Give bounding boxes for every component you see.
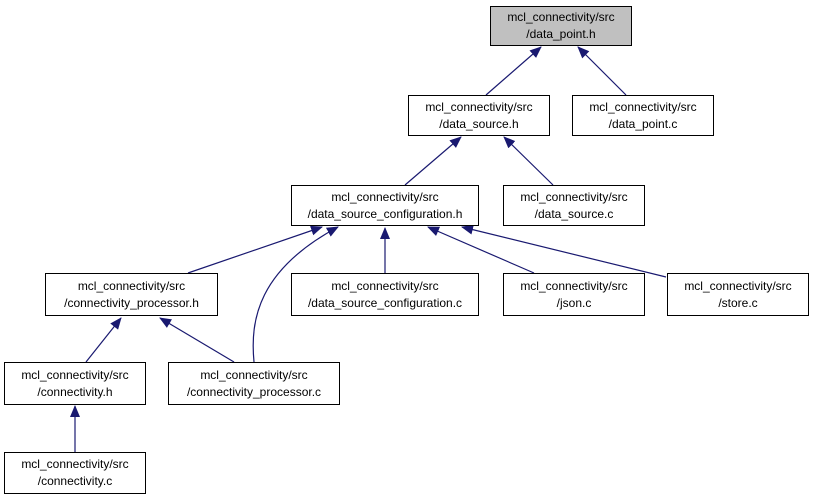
node-label-line2: /data_source.h — [439, 116, 519, 131]
node-label-line1: mcl_connectivity/src — [425, 99, 533, 114]
node-label-line2: /store.c — [718, 295, 758, 310]
node-json-c[interactable]: mcl_connectivity/src /json.c — [503, 273, 645, 316]
node-label-line1: mcl_connectivity/src — [520, 278, 628, 293]
node-label-line1: mcl_connectivity/src — [331, 189, 439, 204]
node-label-line1: mcl_connectivity/src — [589, 99, 697, 114]
node-label-line1: mcl_connectivity/src — [520, 189, 628, 204]
node-label-line1: mcl_connectivity/src — [21, 457, 129, 471]
node-connectivity-h[interactable]: mcl_connectivity/src /connectivity.h — [4, 362, 146, 405]
node-connectivity-processor-c[interactable]: mcl_connectivity/src /connectivity_proce… — [168, 362, 340, 405]
node-data-point-h: mcl_connectivity/src /data_point.h — [490, 6, 632, 46]
node-data-source-h[interactable]: mcl_connectivity/src /data_source.h — [408, 95, 550, 136]
node-label-line2: /connectivity_processor.h — [64, 295, 199, 310]
edge-data-source-h-to-data-point-h — [485, 46, 542, 96]
edge-processor-h-to-configuration-h — [187, 225, 323, 274]
node-label-line2: /connectivity.h — [37, 384, 113, 399]
node-label-line1: mcl_connectivity/src — [21, 367, 129, 382]
node-data-source-c[interactable]: mcl_connectivity/src /data_source.c — [503, 185, 645, 226]
node-data-source-configuration-h[interactable]: mcl_connectivity/src /data_source_config… — [291, 185, 479, 226]
node-connectivity-processor-h[interactable]: mcl_connectivity/src /connectivity_proce… — [45, 273, 218, 316]
node-label-line1: mcl_connectivity/src — [684, 278, 792, 293]
edge-json-c-to-configuration-h — [427, 226, 535, 274]
node-label-line2: /data_source_configuration.c — [307, 295, 463, 310]
node-label-line1: mcl_connectivity/src — [200, 367, 308, 382]
node-label-line2: /connectivity.c — [37, 474, 113, 488]
node-label-line2: /json.c — [556, 295, 592, 310]
node-label-line2: /data_source.c — [534, 206, 614, 221]
node-connectivity-c[interactable]: mcl_connectivity/src /connectivity.c — [4, 452, 146, 494]
node-label-line1: mcl_connectivity/src — [507, 10, 615, 24]
edge-store-c-to-configuration-h — [461, 224, 667, 278]
node-label-line2: /connectivity_processor.c — [186, 384, 322, 399]
node-label-line1: mcl_connectivity/src — [331, 278, 439, 293]
node-label-line2: /data_point.c — [608, 116, 678, 131]
edge-data-point-c-to-data-point-h — [577, 46, 627, 96]
edge-processor-c-to-processor-h — [159, 317, 235, 363]
node-label-line2: /data_point.h — [526, 27, 596, 41]
node-data-source-configuration-c[interactable]: mcl_connectivity/src /data_source_config… — [291, 273, 479, 316]
node-label-line2: /data_source_configuration.h — [307, 206, 463, 221]
node-label-line1: mcl_connectivity/src — [77, 278, 186, 293]
node-data-point-c[interactable]: mcl_connectivity/src /data_point.c — [572, 95, 714, 136]
edge-connectivity-h-to-processor-h — [85, 317, 122, 363]
edge-processor-c-to-configuration-h — [252, 226, 339, 363]
edge-configuration-h-to-data-source-h — [404, 136, 462, 186]
edge-data-source-c-to-data-source-h — [503, 136, 554, 186]
node-store-c[interactable]: mcl_connectivity/src /store.c — [667, 273, 809, 316]
